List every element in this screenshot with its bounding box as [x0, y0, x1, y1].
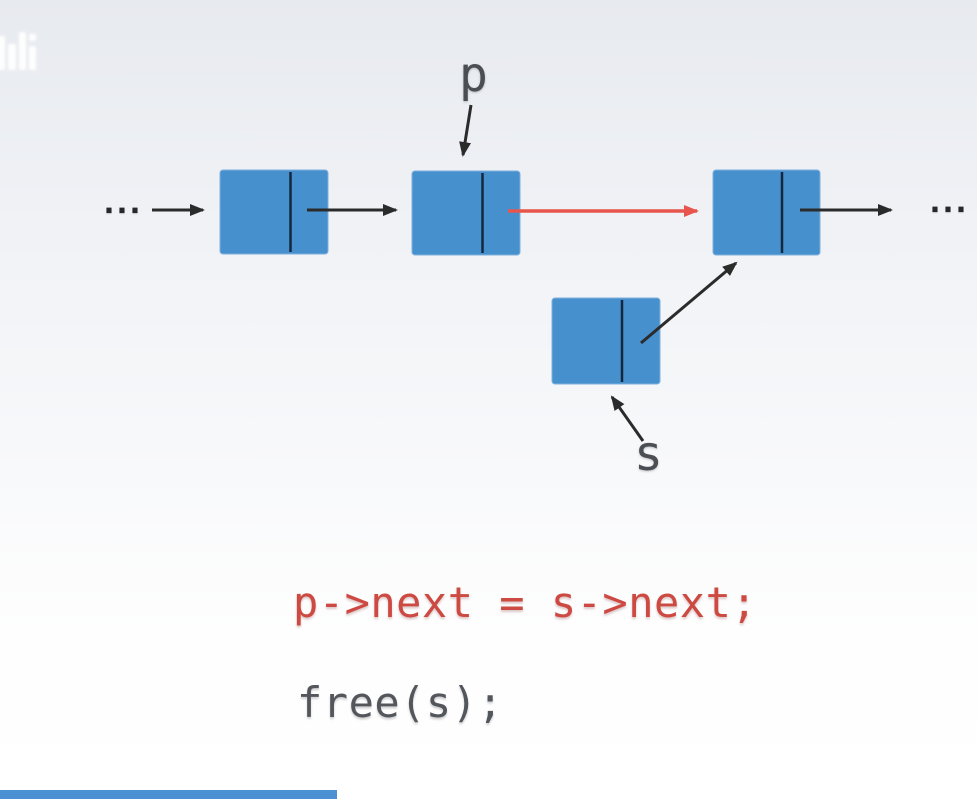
list-node-2-p [411, 170, 521, 256]
node-1-box [219, 169, 329, 255]
arrow-nodes-to-node3 [640, 261, 738, 345]
ellipsis-left: ... [104, 180, 144, 221]
code-line-assign-next: p->next = s->next; [293, 578, 758, 627]
list-node-1 [219, 169, 329, 255]
list-node-3 [712, 169, 821, 256]
pointer-label-p: p [459, 47, 488, 103]
arrow-p-label-to-node2 [459, 104, 473, 157]
list-node-s [551, 297, 661, 385]
arrow-s-label-to-nodes [610, 395, 645, 442]
watermark-logo [0, 32, 36, 70]
ellipsis-right: ... [930, 179, 970, 220]
node-2-box [411, 170, 521, 256]
video-progress-track[interactable] [0, 790, 977, 799]
node-s-box [551, 297, 661, 385]
pointer-label-s: s [634, 426, 663, 482]
node-3-box [712, 169, 821, 256]
code-line-free: free(s); [297, 678, 504, 727]
video-progress-bar[interactable] [0, 790, 337, 799]
